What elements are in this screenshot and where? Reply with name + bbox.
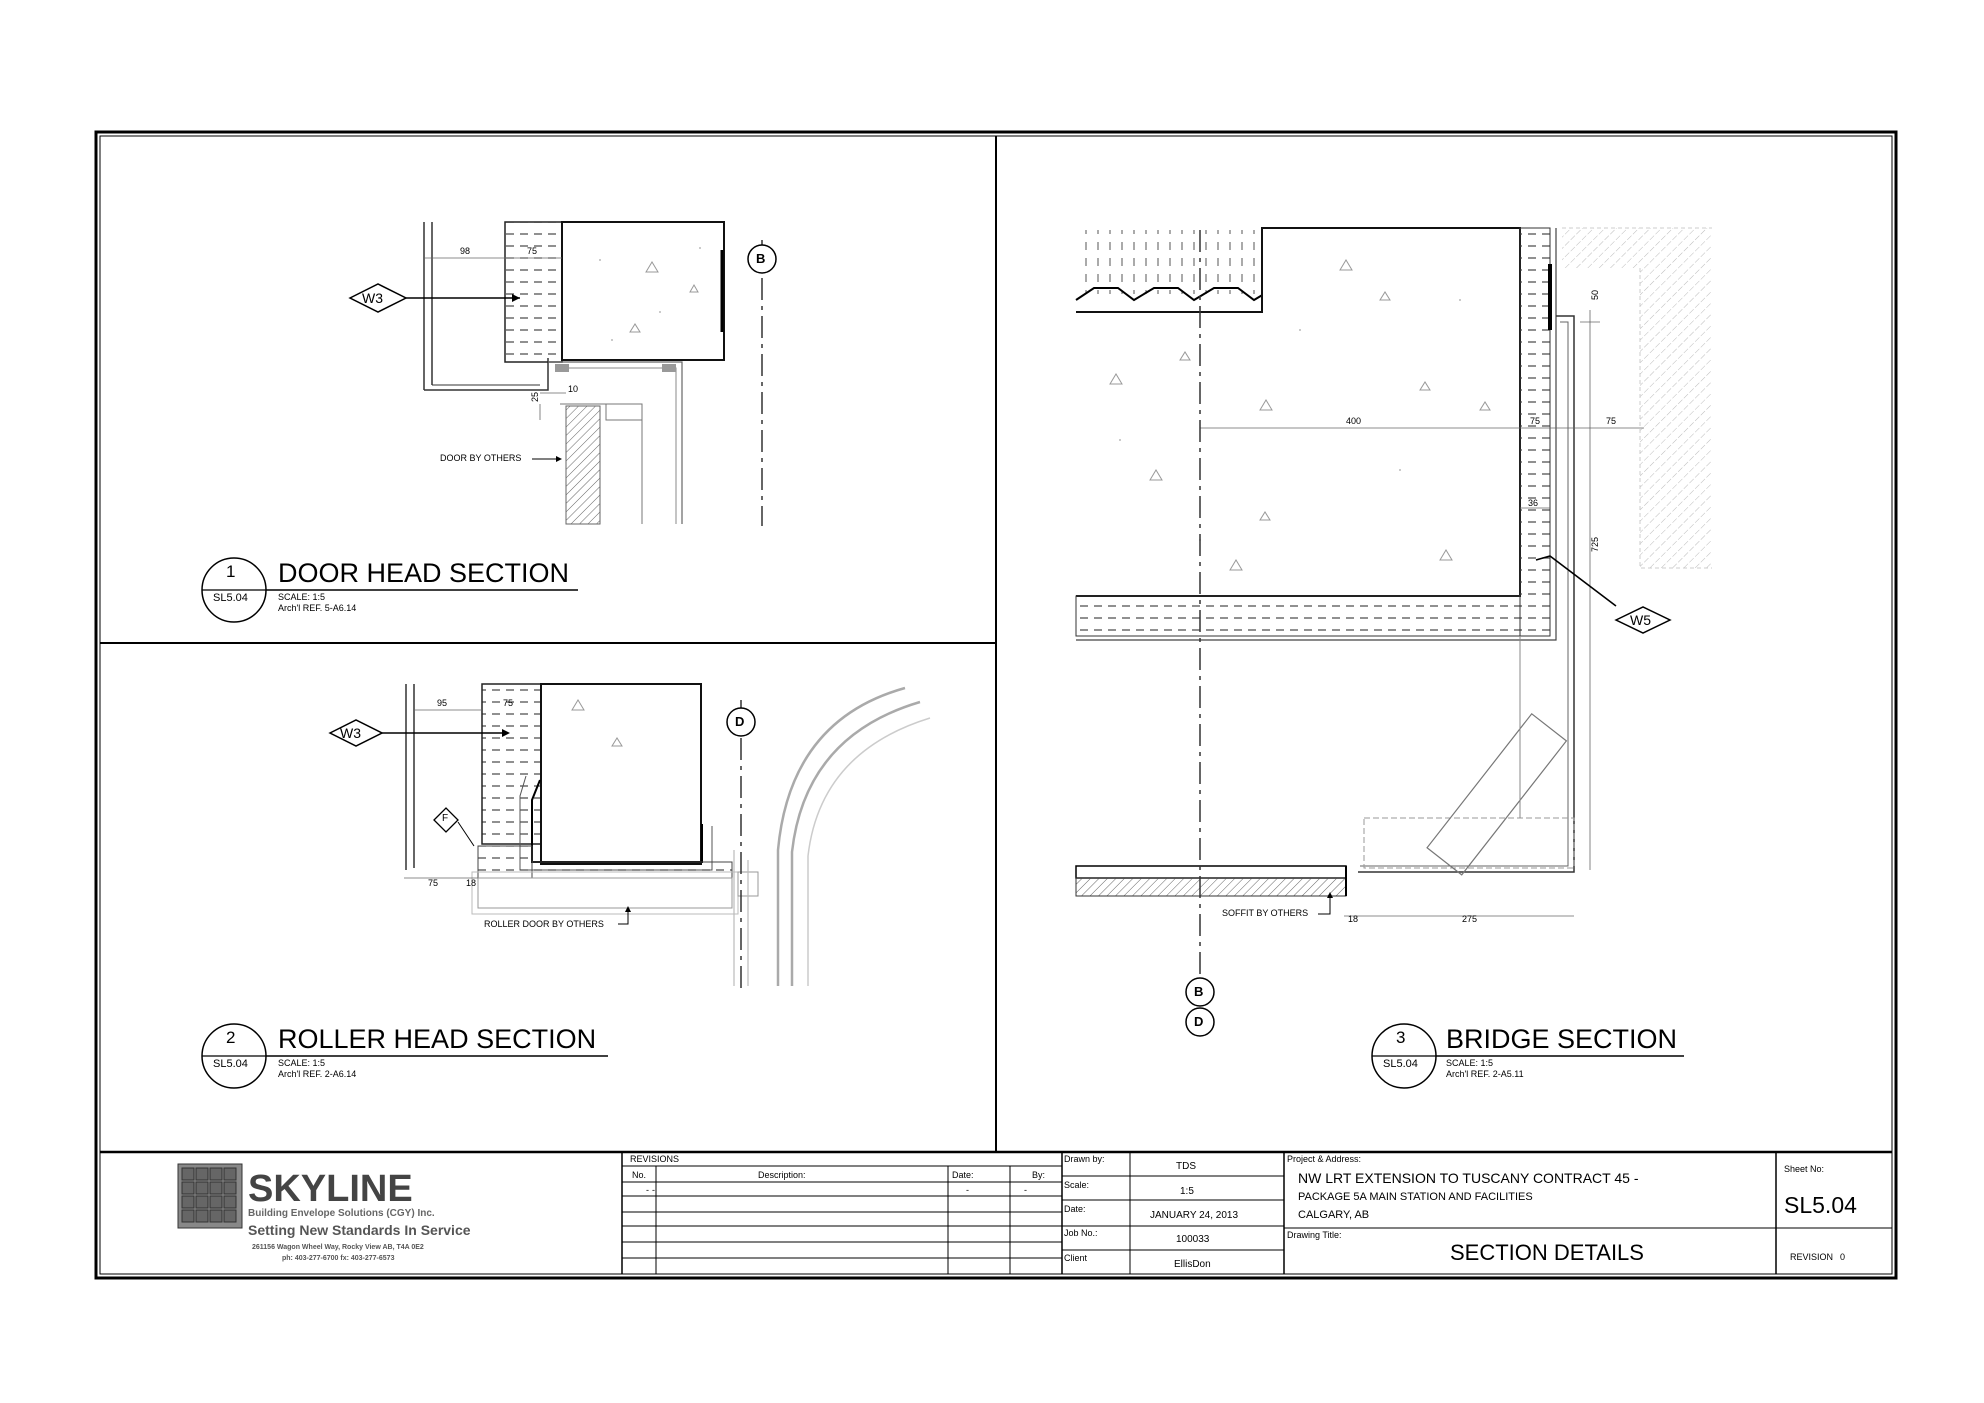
detail-2-arch-ref: Arch'l REF. 2-A6.14 (278, 1069, 357, 1079)
roller-door-note: ROLLER DOOR BY OTHERS (484, 919, 604, 929)
soffit-by-others-note: SOFFIT BY OTHERS (1222, 908, 1309, 918)
detail-2-title: ROLLER HEAD SECTION (278, 1024, 597, 1054)
client-label: Client (1064, 1253, 1088, 1263)
rev-col-no: No. (632, 1170, 647, 1180)
gridline-b-bubble-3 (1185, 977, 1215, 1007)
dim-18b: 18 (1348, 914, 1358, 924)
revision-value: 0 (1840, 1252, 1846, 1262)
rev-col-description: Description: (758, 1170, 806, 1180)
revisions-label: REVISIONS (630, 1154, 680, 1164)
job-label: Job No.: (1064, 1228, 1098, 1238)
gridline-d-label-3: D (1194, 1014, 1204, 1029)
detail-1-number: 1 (226, 562, 236, 581)
company-slogan: Setting New Standards In Service (248, 1222, 471, 1238)
drawn-by-value: TDS (1176, 1161, 1196, 1172)
w5-tag-label: W5 (1630, 612, 1651, 628)
dim-18: 18 (466, 878, 476, 888)
dim-25: 25 (530, 392, 540, 402)
project-line-2: PACKAGE 5A MAIN STATION AND FACILITIES (1298, 1191, 1533, 1203)
dim-95: 95 (437, 698, 447, 708)
detail-1-arch-ref: Arch'l REF. 5-A6.14 (278, 603, 357, 613)
dim-275: 275 (1462, 914, 1477, 924)
detail-1-title: DOOR HEAD SECTION (278, 558, 570, 588)
dim-75: 75 (527, 246, 537, 256)
detail-3-arch-ref: Arch'l REF. 2-A5.11 (1446, 1069, 1524, 1079)
company-subtitle: Building Envelope Solutions (CGY) Inc. (248, 1208, 435, 1219)
sheet-no-value: SL5.04 (1784, 1192, 1857, 1218)
dim-400: 400 (1346, 416, 1361, 426)
drawing-title: SECTION DETAILS (1450, 1240, 1644, 1265)
gridline-b-label-3: B (1194, 984, 1204, 999)
scale-label: Scale: (1064, 1180, 1090, 1190)
detail-1-drawing: 98 75 10 25 (348, 221, 777, 526)
job-value: 100033 (1176, 1234, 1210, 1245)
client-value: EllisDon (1174, 1259, 1211, 1270)
date-value: JANUARY 24, 2013 (1150, 1210, 1239, 1221)
gridline-b-label: B (756, 251, 766, 266)
dim-725: 725 (1590, 537, 1600, 552)
f-tag-shape (433, 807, 459, 833)
w3-tag-label-2: W3 (340, 725, 361, 741)
gridline-b-bubble (747, 244, 777, 274)
door-by-others-note: DOOR BY OTHERS (440, 453, 522, 463)
detail-2-number: 2 (226, 1028, 236, 1047)
sheet-no-label: Sheet No: (1784, 1164, 1825, 1174)
detail-2-drawing: 95 75 75 18 (328, 683, 931, 990)
detail-3-title: BRIDGE SECTION (1446, 1024, 1678, 1054)
rev-row-by: - (1024, 1185, 1027, 1195)
rev-row-desc: - (652, 1185, 655, 1195)
w3-tag-label: W3 (362, 290, 383, 306)
dim-75e: 75 (1606, 416, 1616, 426)
dim-75d: 75 (1530, 416, 1540, 426)
f-tag-label: F (442, 813, 449, 824)
detail-2-sheet-ref: SL5.04 (213, 1058, 248, 1070)
rev-col-by: By: (1032, 1170, 1046, 1180)
gridline-d-label: D (735, 714, 745, 729)
w5-tag-shape (1614, 606, 1672, 634)
skyline-logo-mark (177, 1163, 243, 1229)
detail-3-drawing: 50 400 75 75 725 36 18 275 (1075, 227, 1712, 1037)
dim-50: 50 (1590, 290, 1600, 300)
dim-98: 98 (460, 246, 470, 256)
rev-col-date: Date: (952, 1170, 974, 1180)
gridline-d-bubble (726, 707, 756, 737)
detail-3-sheet-ref: SL5.04 (1383, 1058, 1418, 1070)
date-label: Date: (1064, 1204, 1086, 1214)
detail-1-sheet-ref: SL5.04 (213, 592, 248, 604)
dim-75c: 75 (428, 878, 438, 888)
drawn-by-label: Drawn by: (1064, 1154, 1105, 1164)
dim-36: 36 (1528, 498, 1538, 508)
dim-75b: 75 (503, 698, 513, 708)
company-address: 261156 Wagon Wheel Way, Rocky View AB, T… (252, 1244, 424, 1251)
sheet-border-outer (94, 130, 1898, 1280)
drawing-title-label: Drawing Title: (1287, 1230, 1342, 1240)
company-phone: ph: 403-277-6700 fx: 403-277-6573 (282, 1255, 395, 1262)
project-line-1: NW LRT EXTENSION TO TUSCANY CONTRACT 45 … (1298, 1170, 1639, 1186)
rev-row-date: - (966, 1185, 969, 1195)
project-label: Project & Address: (1287, 1154, 1362, 1164)
revision-label: REVISION (1790, 1252, 1834, 1262)
detail-1-scale: SCALE: 1:5 (278, 592, 326, 602)
detail-3-number: 3 (1396, 1028, 1406, 1047)
gridline-d-bubble-3 (1185, 1007, 1215, 1037)
scale-value: 1:5 (1180, 1186, 1194, 1197)
rev-row-no: - (646, 1185, 649, 1195)
project-line-3: CALGARY, AB (1298, 1209, 1370, 1221)
company-name: SKYLINE (248, 1168, 413, 1210)
dim-10: 10 (568, 384, 578, 394)
detail-3-scale: SCALE: 1:5 (1446, 1058, 1494, 1068)
detail-2-scale: SCALE: 1:5 (278, 1058, 326, 1068)
